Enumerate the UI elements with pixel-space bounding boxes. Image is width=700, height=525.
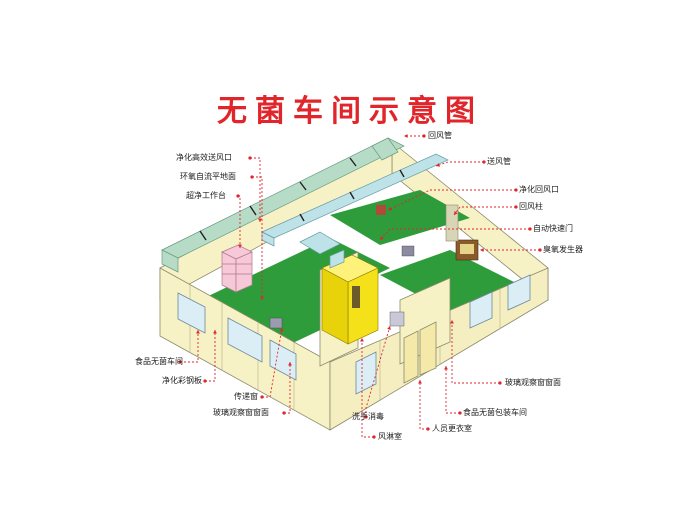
leader-line <box>387 189 516 211</box>
label-changing-room: 人员更衣室 <box>432 424 472 433</box>
leader-line <box>365 325 391 417</box>
leader-line <box>361 338 374 438</box>
pass-box-device <box>269 317 283 329</box>
leader-line <box>379 228 530 241</box>
label-air-shower: 风淋室 <box>378 432 402 441</box>
leader-dot <box>282 411 286 415</box>
leader-arrow <box>480 248 484 252</box>
leader-arrow <box>238 244 242 248</box>
leader-arrow <box>260 296 264 300</box>
label-hepa-outlet: 净化高效送风口 <box>176 153 232 162</box>
label-rapid-door: 自动快速门 <box>533 224 573 233</box>
leader-line <box>435 161 484 167</box>
label-clean-bench: 超净工作台 <box>186 191 226 200</box>
leader-arrow <box>288 362 292 366</box>
leader-dot <box>426 427 430 431</box>
clean-workbench <box>221 244 253 293</box>
leader-arrow <box>279 328 284 332</box>
leader-dot <box>528 227 532 231</box>
return-air-column <box>445 204 459 242</box>
leader-dot <box>482 160 486 164</box>
changing-room-door-right <box>419 321 437 376</box>
leader-line <box>445 366 460 414</box>
leader-line <box>252 176 263 300</box>
leader-dot <box>514 188 518 192</box>
leader-arrow <box>436 163 440 167</box>
leader-dot <box>203 379 207 383</box>
label-return-outlet: 净化回风口 <box>519 185 559 194</box>
leader-arrow <box>360 338 364 342</box>
leader-arrow <box>404 134 408 138</box>
label-packaging-room: 食品无菌包装车间 <box>463 408 527 417</box>
label-return-column: 回风柱 <box>519 202 543 211</box>
label-supply-duct: 送风管 <box>487 157 511 166</box>
air-shower-shelf <box>352 286 360 308</box>
hand-wash-station <box>389 311 405 327</box>
leader-dot <box>178 360 182 364</box>
leader-line <box>453 206 516 216</box>
leader-arrow <box>380 236 384 240</box>
return-air-outlet <box>376 205 386 215</box>
diagram-title: 无菌车间示意图 <box>217 94 483 129</box>
leader-line <box>250 157 261 222</box>
leader-line <box>419 380 428 430</box>
wall-device <box>401 245 415 257</box>
glass-windows <box>177 274 531 395</box>
leader-line <box>284 362 291 414</box>
leader-line <box>262 327 283 398</box>
leader-dot <box>260 395 264 399</box>
leader-dot <box>538 248 542 252</box>
leader-dot <box>372 435 376 439</box>
leader-dot <box>514 205 518 209</box>
leader-dot <box>248 156 252 160</box>
leader-line <box>180 330 199 363</box>
leader-dot <box>250 175 254 179</box>
air-shower-side <box>321 267 349 345</box>
leader-arrow <box>454 211 458 215</box>
leader-arrow <box>258 218 262 222</box>
floor-back-room <box>330 190 470 245</box>
label-glass-window-right: 玻璃观察窗窗面 <box>505 378 561 387</box>
callout-leaders <box>178 134 542 439</box>
leader-arrow <box>450 320 454 324</box>
label-return-duct: 回风管 <box>428 131 452 140</box>
changing-room-door-left <box>403 330 419 384</box>
ozone-generator <box>455 239 479 261</box>
leader-dot <box>422 134 426 138</box>
leader-arrow <box>387 326 391 330</box>
leader-dot <box>458 411 462 415</box>
label-food-workshop: 食品无菌车间 <box>135 357 183 366</box>
leader-line <box>205 330 216 382</box>
supply-air-duct <box>261 153 449 269</box>
label-pass-box: 传递窗 <box>234 392 258 401</box>
label-epoxy-floor: 环氧自流平地面 <box>180 172 236 181</box>
leader-arrow <box>388 206 392 211</box>
leader-dot <box>364 415 368 419</box>
leader-dot <box>498 381 502 385</box>
label-ozone-generator: 臭氧发生器 <box>543 245 583 254</box>
label-glass-window-left: 玻璃观察窗窗面 <box>213 408 269 417</box>
leader-arrow <box>418 380 422 384</box>
leader-arrow <box>196 330 200 334</box>
return-air-duct <box>161 137 405 273</box>
leader-arrow <box>444 366 448 370</box>
label-color-steel-panel: 净化彩钢板 <box>162 376 202 385</box>
leader-dot <box>236 194 240 198</box>
duct-joints <box>199 157 405 241</box>
leader-arrow <box>213 330 217 334</box>
label-hand-wash: 洗手消毒 <box>352 412 384 421</box>
leader-line <box>451 320 500 384</box>
